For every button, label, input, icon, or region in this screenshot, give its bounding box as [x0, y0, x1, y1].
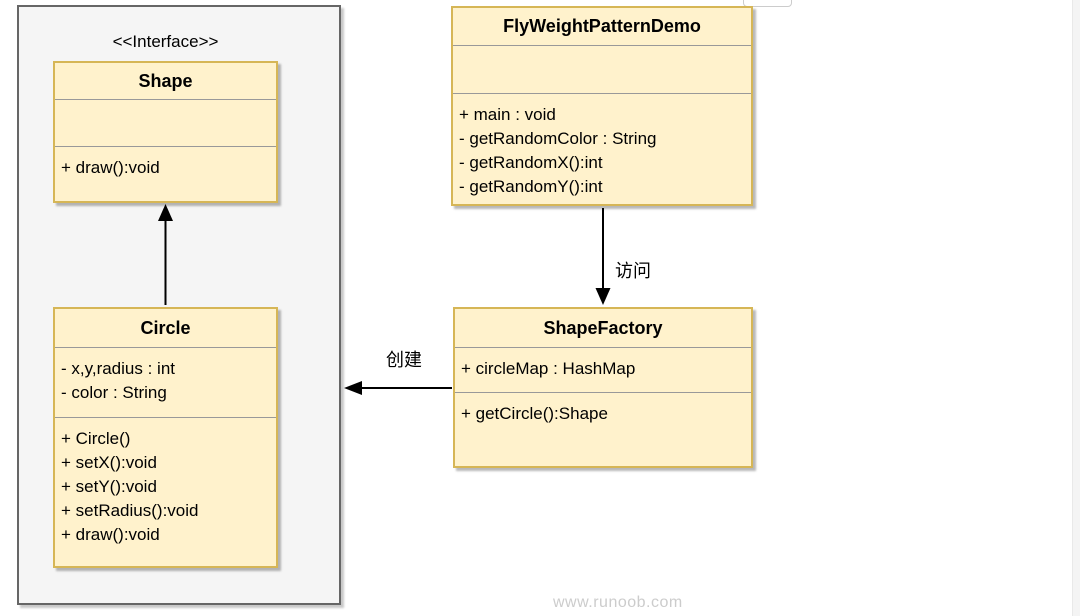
- methods-section-circle: + Circle() + setX():void + setY():void + se…: [55, 417, 276, 566]
- interface-stereotype-label: <<Interface>>: [112, 32, 219, 51]
- member-line: + setX():void: [61, 453, 157, 472]
- class-title-circle: Circle: [140, 317, 191, 338]
- class-title-shape: Shape: [138, 70, 193, 91]
- class-title-shapefactory: ShapeFactory: [543, 317, 663, 338]
- member-line: + setRadius():void: [61, 501, 199, 520]
- member-line: + draw():void: [61, 158, 160, 177]
- member-line: + main : void: [459, 105, 556, 124]
- methods-section-shapefactory: + getCircle():Shape: [455, 392, 751, 466]
- arrow-shapefactory-to-circle: [344, 381, 452, 395]
- class-box-circle: Circle - x,y,radius : int - color : Strin…: [53, 307, 278, 568]
- member-line: - color : String: [61, 383, 167, 402]
- class-box-flyweightpatterndemo: FlyWeightPatternDemo + main : void - getR…: [451, 6, 753, 206]
- methods-section-shape: + draw():void: [55, 146, 276, 201]
- class-box-shape: Shape + draw():void: [53, 61, 278, 203]
- member-line: + Circle(): [61, 429, 131, 448]
- member-line: + getCircle():Shape: [461, 404, 608, 423]
- access-arrow-label: 访问: [615, 261, 651, 281]
- class-title-flyweightpatterndemo: FlyWeightPatternDemo: [503, 16, 701, 36]
- cropped-partial-element: [743, 0, 792, 7]
- fields-section-circle: - x,y,radius : int - color : String: [55, 347, 276, 417]
- arrow-demo-to-shapefactory: [595, 208, 611, 305]
- scrollbar-track[interactable]: [1072, 0, 1080, 616]
- class-box-shapefactory: ShapeFactory + circleMap : HashMap + get…: [453, 307, 753, 468]
- member-line: - getRandomY():int: [459, 177, 603, 196]
- watermark: www.runoob.com: [553, 594, 683, 611]
- member-line: - x,y,radius : int: [61, 359, 175, 378]
- member-line: - getRandomColor : String: [459, 129, 657, 148]
- fields-section-shape: [55, 99, 276, 146]
- fields-section-shapefactory: + circleMap : HashMap: [455, 347, 751, 392]
- member-line: + setY():void: [61, 477, 157, 496]
- methods-section-flyweightpatterndemo: + main : void - getRandomColor : String - …: [453, 93, 751, 204]
- member-line: + draw():void: [61, 525, 160, 544]
- fields-section-flyweightpatterndemo: [453, 45, 751, 93]
- member-line: + circleMap : HashMap: [461, 359, 636, 378]
- create-arrow-label: 创建: [386, 350, 422, 370]
- member-line: - getRandomX():int: [459, 153, 603, 172]
